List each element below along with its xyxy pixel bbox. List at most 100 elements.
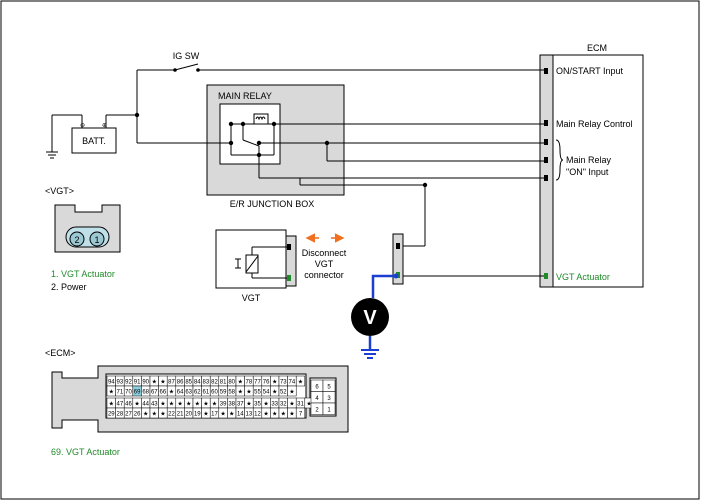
junction-box: E/R JUNCTION BOX MAIN RELAY	[137, 84, 544, 209]
ecm-connector-strip	[539, 54, 554, 288]
ecm-pin-number: 35	[254, 401, 261, 407]
ecm-pin-number: 83	[203, 379, 210, 385]
ecm-pin-number: ★	[272, 378, 277, 385]
ecm-pin-number: 61	[203, 389, 210, 395]
ecm-small-number: 2	[315, 408, 319, 414]
ecm-pin-number: ★	[203, 400, 208, 407]
ecm-pin-number: ★	[298, 378, 303, 385]
ecm-pin-number: 60	[211, 389, 218, 395]
ecm-pin-number: 92	[125, 379, 132, 385]
battery-minus: ⊖	[80, 123, 85, 129]
ecm-pin-relay-control	[544, 120, 548, 126]
ecm-small-number: 5	[327, 385, 331, 391]
ecm-pin-number: 67	[151, 389, 158, 395]
harness-connector	[392, 185, 544, 285]
ecm-pin-number: 38	[228, 401, 235, 407]
ecm-pin-number: 29	[108, 411, 115, 417]
voltmeter-label: V	[363, 307, 377, 329]
ecm-pin-number: ★	[186, 400, 191, 407]
ecm-small-number: 4	[315, 396, 319, 402]
disconnect-line3: connector	[304, 270, 344, 280]
ecm-small-number: 6	[315, 385, 319, 391]
ecm-pin-number: ★	[272, 388, 277, 395]
ecm-pin-vgt	[544, 273, 548, 279]
ig-switch-contact	[174, 63, 199, 71]
ecm-pin-number: 19	[194, 411, 201, 417]
ecm-pin-number: ★	[160, 400, 165, 407]
vgt-label: VGT	[242, 293, 261, 303]
ecm-pin-number: 46	[125, 401, 132, 407]
ecm-pin-number: ★	[109, 400, 114, 407]
vgt-pin-1: 1	[94, 235, 99, 245]
ecm-pin-number: 74	[289, 379, 296, 385]
ecm-brace	[555, 139, 564, 181]
ig-sw-label: IG SW	[173, 51, 200, 61]
ecm-pin-number: 7	[299, 411, 303, 417]
battery-label: BATT.	[82, 136, 106, 146]
ecm-pin-number: 62	[194, 389, 201, 395]
vgt-section-label: <VGT>	[45, 186, 74, 196]
ecm-pin-number: 17	[211, 411, 218, 417]
ecm-pin-relay-on-a	[544, 139, 548, 145]
ecm-pin-number: ★	[160, 410, 165, 417]
ecm-pin-number: ★	[246, 400, 251, 407]
ecm-pin-number: 91	[134, 379, 141, 385]
ecm-pin-number: 94	[108, 379, 115, 385]
ecm-pin-number: ★	[169, 388, 174, 395]
ecm-pin-relay-on-c	[544, 175, 548, 181]
battery: ⊖ ⊕ BATT.	[46, 114, 137, 159]
ecm-pin-number: 21	[177, 411, 184, 417]
ecm-pin-number: 84	[194, 379, 201, 385]
ecm-pin-number: 73	[280, 379, 287, 385]
battery-box	[71, 127, 117, 154]
ecm-pin-number: ★	[281, 410, 286, 417]
ecm-pin-number: ★	[289, 400, 294, 407]
ecm-pin-number: 77	[254, 379, 261, 385]
ecm-pin-number: 47	[117, 401, 124, 407]
ecm-pin-number: 33	[271, 401, 278, 407]
ecm-pin-number: ★	[263, 400, 268, 407]
ecm-pin-relay-on-b	[544, 157, 548, 163]
ecm-pin-number: 66	[160, 389, 167, 395]
ecm-pin-on-start	[544, 68, 548, 74]
ecm-pin-number: 28	[117, 411, 124, 417]
ecm-pin-number: 76	[263, 379, 270, 385]
ecm-pin-number: 87	[168, 379, 175, 385]
ig-switch-circuit: IG SW	[134, 51, 544, 143]
ecm-pin-number: 69	[134, 389, 141, 395]
ecm-pin-number: 43	[151, 401, 158, 407]
disconnect-line1: Disconnect	[302, 248, 347, 258]
battery-plus: ⊕	[102, 123, 107, 129]
main-relay-label: MAIN RELAY	[218, 91, 272, 101]
ecm-pin-number: 93	[117, 379, 124, 385]
ecm-pin-number: ★	[306, 400, 311, 407]
ecm-pin-number: 64	[177, 389, 184, 395]
junction-box-label: E/R JUNCTION BOX	[230, 199, 315, 209]
ecm-pin-cell	[287, 385, 297, 397]
vgt-actuator: VGT	[215, 229, 297, 303]
ecm-pin-number: 37	[237, 401, 244, 407]
ecm-pin-cell	[295, 407, 306, 419]
ecm-pin-number: 81	[220, 379, 227, 385]
ecm-pin-number: ★	[212, 400, 217, 407]
ecm-pin-number: ★	[109, 388, 114, 395]
ecm-pin-number: 86	[177, 379, 184, 385]
vgt-connector-view: <VGT> 2 1 1. VGT Actuator 2. Power	[45, 186, 121, 292]
ecm-label-relay-on-2: "ON" Input	[566, 167, 609, 177]
ecm-pin-number: 27	[125, 411, 132, 417]
ecm-pin-number: 39	[220, 401, 227, 407]
ecm-pin-number: ★	[152, 410, 157, 417]
ecm-small-cell	[322, 402, 336, 415]
ecm-pin-number: 52	[280, 389, 287, 395]
relay-contact	[242, 139, 260, 147]
ecm-pin-number: 22	[168, 411, 175, 417]
ecm-title: ECM	[587, 43, 607, 53]
ecm-pin-number: 54	[263, 389, 270, 395]
ecm-pin-number: 44	[142, 401, 149, 407]
ecm-small-number: 1	[327, 408, 331, 414]
